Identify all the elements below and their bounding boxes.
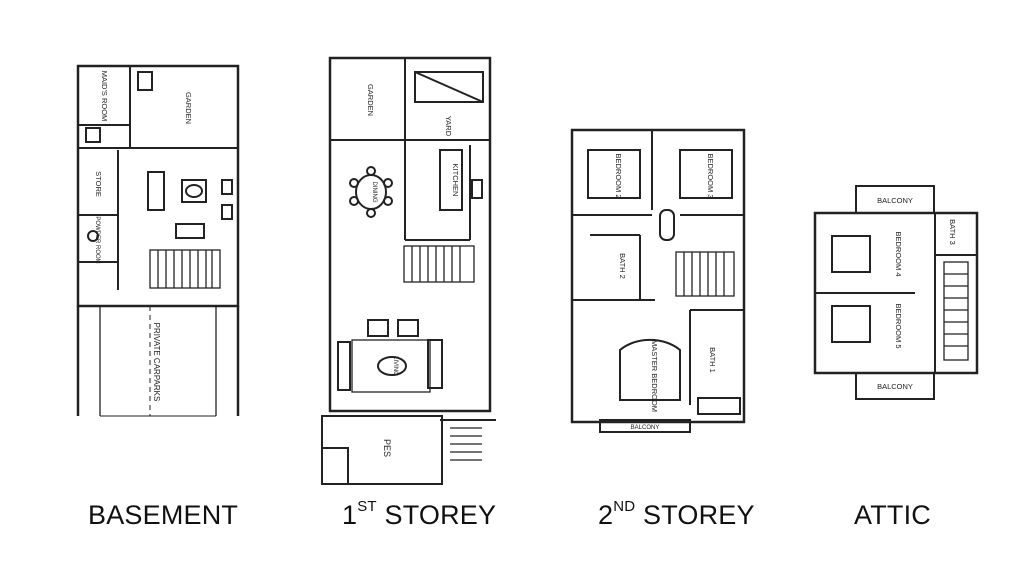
room-label-kitchen: KITCHEN: [451, 164, 460, 197]
room-label-garden: GARDEN: [184, 92, 193, 124]
caption-basement-text: BASEMENT: [88, 500, 239, 530]
room-label-master-bedroom: MASTER BEDROOM: [650, 340, 659, 412]
caption-attic: ATTIC: [854, 500, 931, 531]
caption-basement: BASEMENT: [88, 500, 238, 531]
caption-attic-text: ATTIC: [854, 500, 931, 530]
room-label-bedroom-5: BEDROOM 5: [894, 303, 903, 348]
room-label-bedroom-3: BEDROOM 3: [706, 153, 715, 198]
room-label-maids-room: MAID'S ROOM: [100, 71, 109, 122]
room-label-balcony-attic-bottom: BALCONY: [877, 382, 913, 391]
second-storey-plan: [570, 128, 746, 433]
room-label-pes: PES: [382, 439, 392, 457]
room-label-store: STORE: [94, 171, 103, 197]
attic-plan: [813, 185, 979, 400]
caption-first-storey: 1ST STOREY: [342, 498, 497, 531]
caption-first-storey-text: STOREY: [376, 500, 497, 530]
caption-second-storey: 2ND STOREY: [598, 498, 755, 531]
caption-second-storey-number: 2: [598, 500, 614, 530]
first-storey-plan: [321, 56, 496, 485]
caption-second-storey-text: STOREY: [635, 500, 755, 530]
caption-second-storey-ordinal: ND: [613, 498, 636, 515]
caption-first-storey-number: 1: [342, 500, 358, 530]
room-label-balcony-2f: BALCONY: [631, 425, 660, 431]
room-label-bedroom-2: BEDROOM 2: [614, 153, 623, 198]
room-label-bath-2: BATH 2: [618, 253, 627, 279]
room-label-balcony-attic-top: BALCONY: [877, 196, 913, 205]
room-label-private-carpark: PRIVATE CARPARKS: [152, 323, 161, 402]
room-label-yard: YARD: [444, 116, 453, 137]
room-label-powder-room: POWDER ROOM: [94, 216, 100, 263]
room-label-bath-1: BATH 1: [708, 347, 717, 373]
room-label-dining: DINING: [371, 182, 377, 203]
basement-plan: [76, 64, 240, 417]
floor-plans-diagram: MAID'S ROOM GARDEN STORE POWDER ROOM PRI…: [76, 56, 979, 485]
room-label-bath-3: BATH 3: [948, 219, 957, 245]
room-label-living: LIVING: [392, 356, 398, 376]
caption-first-storey-ordinal: ST: [357, 498, 377, 515]
room-label-garden-1f: GARDEN: [366, 84, 375, 116]
room-label-bedroom-4: BEDROOM 4: [894, 231, 903, 276]
